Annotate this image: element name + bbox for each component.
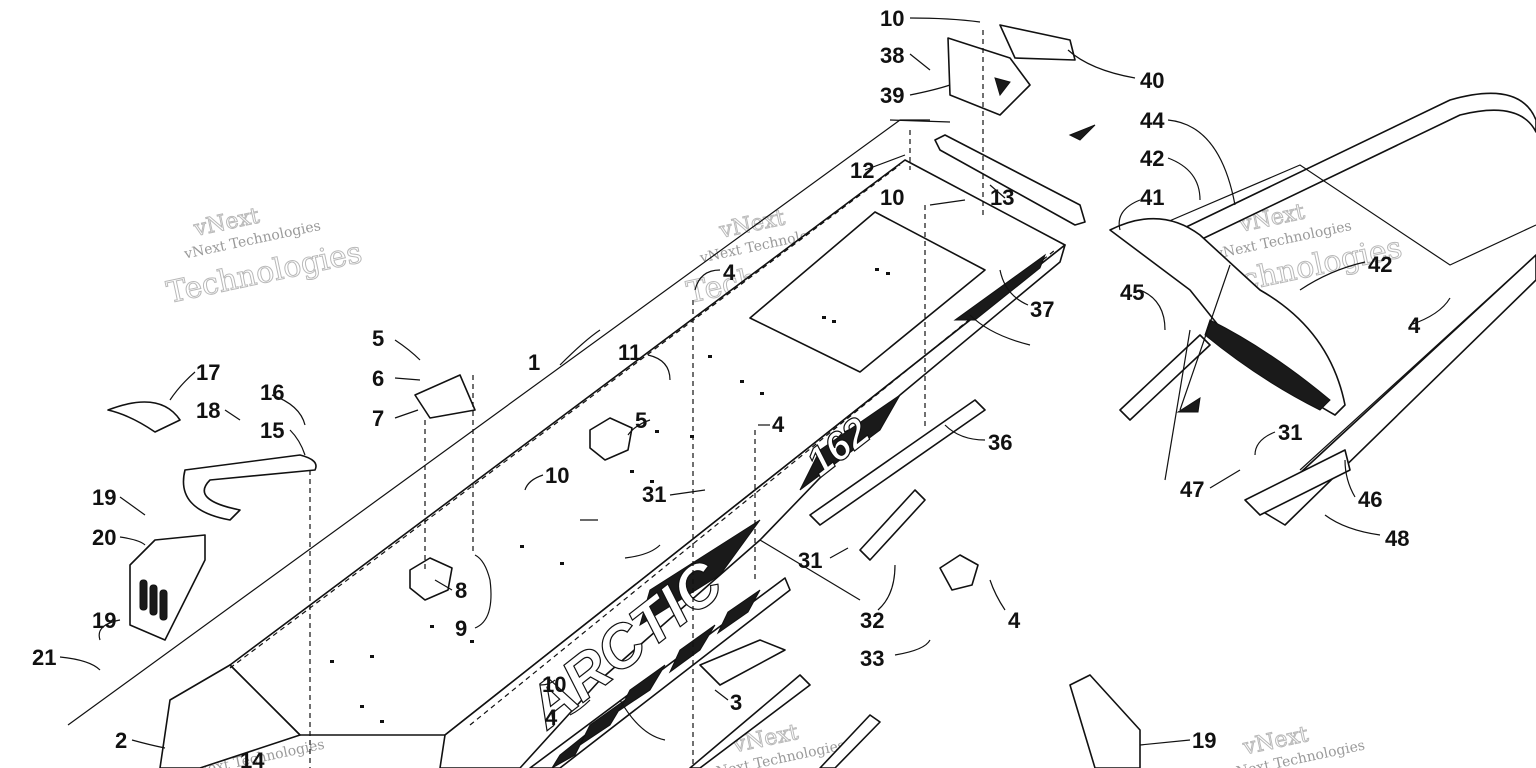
callout-1: 1	[528, 350, 540, 375]
callout-42: 45	[1120, 280, 1144, 305]
callout-17: 17	[196, 360, 220, 385]
callout-33: 33	[860, 646, 884, 671]
callout-3: 3	[730, 690, 742, 715]
guard-slots	[139, 579, 168, 621]
callout-36: 38	[880, 43, 904, 68]
callout-10: 10	[880, 185, 904, 210]
callout-37: 39	[880, 83, 904, 108]
callout-16: 16	[260, 380, 284, 405]
callout-10: 10	[880, 6, 904, 31]
callout-40: 42	[1140, 146, 1164, 171]
callout-31: 31	[798, 548, 822, 573]
direction-arrow	[1176, 396, 1201, 413]
rivet-row	[229, 164, 1056, 726]
callout-21: 21	[32, 645, 56, 670]
callout-8: 8	[455, 578, 467, 603]
callout-32: 32	[860, 608, 884, 633]
callout-19: 19	[92, 608, 116, 633]
callout-4: 4	[723, 260, 736, 285]
callout-9: 9	[455, 616, 467, 641]
callout-4: 4	[1008, 608, 1021, 633]
tunnel-holes	[330, 268, 890, 723]
callout-20: 20	[92, 525, 116, 550]
callout-38: 40	[1140, 68, 1164, 93]
callout-6: 6	[372, 366, 384, 391]
stripe-decal	[639, 519, 761, 627]
callout-19: 19	[92, 485, 116, 510]
callout-42: 44	[1140, 108, 1165, 133]
callout-15: 15	[260, 418, 284, 443]
watermark-bottom-center: vNext vNext Technologies	[706, 720, 846, 768]
stripe-decal	[953, 253, 1047, 321]
callout-4: 4	[772, 412, 785, 437]
callout-19: 19	[1192, 728, 1216, 753]
callout-34: 36	[988, 430, 1012, 455]
assembly-lines	[309, 30, 1231, 768]
callout-5: 5	[635, 408, 647, 433]
callout-14: 14	[240, 748, 265, 768]
watermark-left: vNext vNext Technologies Technologies	[163, 203, 365, 311]
rear-bumper	[1159, 92, 1536, 526]
callout-45: 48	[1385, 526, 1409, 551]
left-hardware	[107, 401, 317, 641]
callout-13: 13	[990, 185, 1014, 210]
callout-18: 18	[196, 398, 220, 423]
running-board-cutouts	[551, 589, 761, 768]
misc-plates	[409, 374, 1141, 768]
callout-31: 31	[1278, 420, 1302, 445]
watermark-bottom-right: vNext vNext Technologies	[1226, 722, 1366, 768]
leader-lines	[59, 17, 1451, 749]
callout-2: 2	[115, 728, 127, 753]
direction-arrow	[1068, 124, 1096, 141]
callout-41: 42	[1368, 252, 1392, 277]
callout-7: 7	[372, 406, 384, 431]
stripe-decal	[799, 394, 901, 491]
callout-11: 11	[618, 340, 641, 365]
callout-5: 5	[372, 326, 384, 351]
callout-4: 4	[1408, 313, 1421, 338]
rear-bracket	[934, 24, 1086, 226]
callout-labels: 10 38 39 40 44 42 41 42 45 4 31 47 46 48…	[32, 6, 1421, 768]
callout-43: 46	[1358, 487, 1382, 512]
snow-flap-assembly	[1109, 217, 1346, 421]
callout-39: 41	[1140, 185, 1164, 210]
callout-12: 12	[850, 158, 874, 183]
callout-4: 4	[545, 705, 558, 730]
callout-10: 10	[545, 463, 569, 488]
callout-10: 10	[542, 672, 566, 697]
callout-31: 31	[642, 482, 666, 507]
callout-44: 47	[1180, 477, 1204, 502]
callout-35: 37	[1030, 297, 1054, 322]
